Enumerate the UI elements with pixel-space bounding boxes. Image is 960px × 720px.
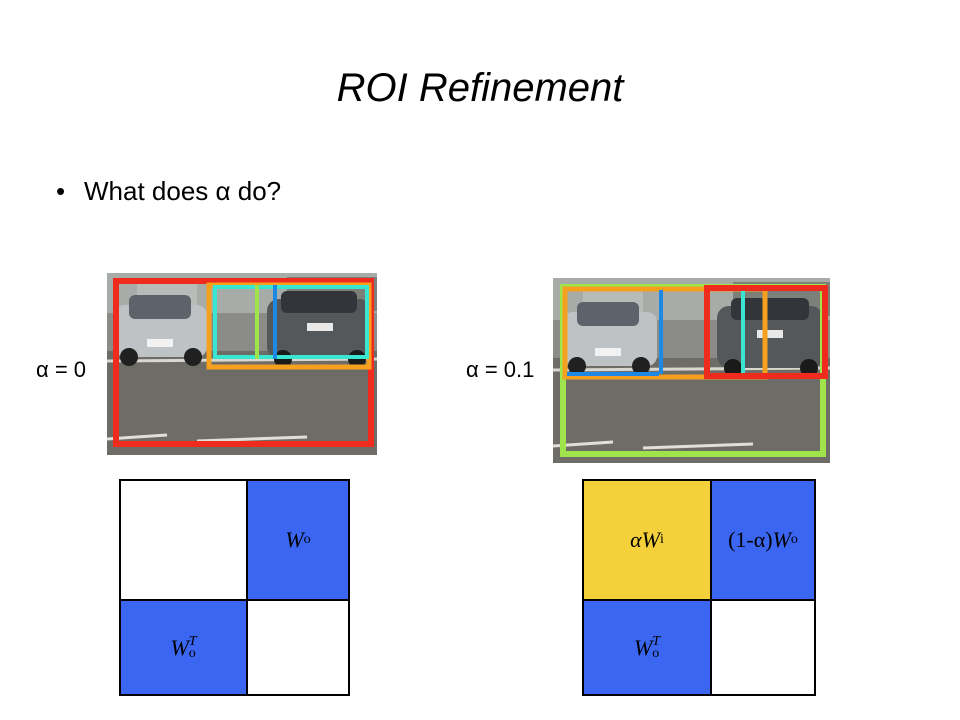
silver-car-right bbox=[563, 302, 657, 375]
detection-box-orange bbox=[562, 286, 768, 380]
dark-car-right bbox=[717, 298, 823, 377]
matrix-left-cell-bottom-right bbox=[248, 601, 348, 694]
bullet-text: What does α do? bbox=[84, 176, 282, 206]
alpha-label-right: α = 0.1 bbox=[466, 357, 535, 382]
detection-box-cyan bbox=[213, 285, 369, 359]
matrix-right-cell-bottom-right bbox=[712, 601, 814, 694]
slide-title: ROI Refinement bbox=[336, 66, 624, 110]
bullet-item: • What does α do? bbox=[56, 176, 281, 207]
bullet-dot-icon: • bbox=[56, 176, 66, 206]
street-photo-left bbox=[107, 273, 377, 455]
detection-box-red bbox=[704, 285, 828, 379]
matrix-left-cell-top-left bbox=[121, 481, 248, 601]
dark-car-left bbox=[267, 291, 371, 368]
street-photo-right bbox=[553, 278, 830, 463]
alpha-label-left: α = 0 bbox=[36, 357, 87, 382]
silver-car-left bbox=[115, 295, 207, 366]
